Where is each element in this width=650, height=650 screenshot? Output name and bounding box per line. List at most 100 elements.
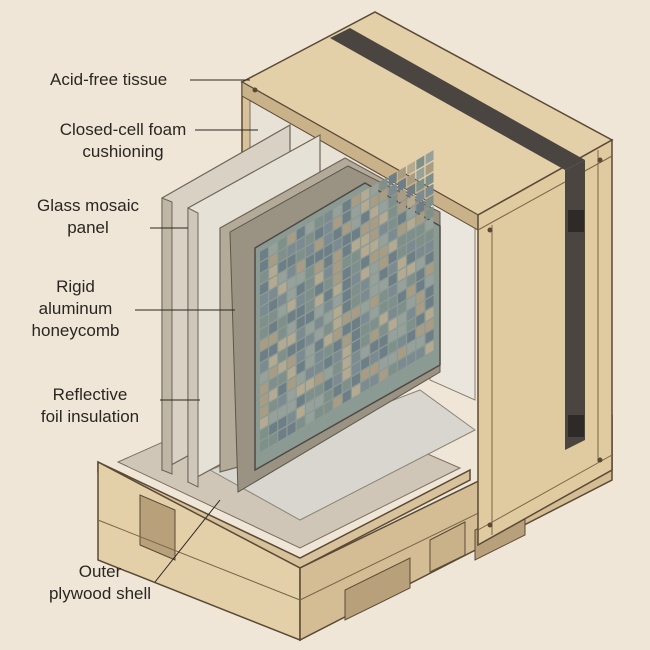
mosaic-tile [315, 282, 324, 297]
mosaic-tile [416, 177, 425, 193]
mosaic-tile [416, 233, 425, 249]
mosaic-tile [379, 277, 388, 293]
mosaic-tile [425, 228, 434, 243]
mosaic-tile [342, 321, 351, 337]
mosaic-tile [416, 256, 425, 271]
mosaic-tile [388, 261, 397, 276]
mosaic-tile [306, 298, 314, 314]
mosaic-tile [333, 394, 342, 409]
mosaic-tile [388, 205, 397, 220]
label-shell-line2: plywood shell [48, 584, 152, 603]
mosaic-tile [379, 221, 388, 237]
label-foam-line1: Closed-cell foam [59, 120, 187, 139]
mosaic-tile [324, 388, 333, 404]
mosaic-tile [370, 249, 379, 265]
mosaic-tile [306, 399, 314, 414]
mosaic-tile [388, 227, 397, 243]
mosaic-tile [342, 389, 351, 404]
mosaic-tile [407, 340, 416, 355]
mosaic-tile [370, 238, 379, 253]
mosaic-tile [278, 359, 287, 375]
mosaic-tile [361, 344, 370, 360]
mosaic-tile [269, 342, 278, 358]
mosaic-tile [398, 211, 406, 226]
label-glass-mosaic: Glass mosaic panel [28, 195, 148, 239]
mosaic-tile [416, 323, 425, 338]
mosaic-tile [361, 255, 370, 270]
label-foil: Reflective foil insulation [20, 384, 160, 428]
mosaic-tile [260, 392, 268, 408]
mosaic-tile [296, 236, 305, 252]
mosaic-tile [296, 382, 305, 397]
mosaic-tile [370, 305, 379, 321]
mosaic-tile [388, 182, 397, 198]
mosaic-tile [352, 215, 360, 231]
mosaic-tile [287, 275, 296, 291]
mosaic-tile [287, 376, 296, 392]
mosaic-tile [333, 271, 342, 286]
mosaic-tile [269, 353, 278, 369]
mosaic-tile [388, 339, 397, 355]
mosaic-tile [416, 155, 425, 170]
mosaic-tile [324, 366, 333, 381]
mosaic-tile [370, 372, 379, 388]
mosaic-tile [333, 360, 342, 376]
mosaic-tile [416, 334, 425, 350]
mosaic-tile [315, 248, 324, 263]
mosaic-tile [379, 255, 388, 270]
mosaic-tile [425, 217, 434, 232]
mosaic-tile [333, 204, 342, 219]
mosaic-tile [342, 221, 351, 236]
mosaic-tile [352, 372, 360, 387]
mosaic-tile [425, 306, 434, 322]
mosaic-tile [260, 437, 268, 453]
mosaic-tile [398, 222, 406, 237]
mosaic-tile [342, 265, 351, 281]
mosaic-tile [407, 295, 416, 310]
mosaic-tile [315, 226, 324, 241]
mosaic-tile [352, 271, 360, 287]
mosaic-tile [278, 303, 287, 319]
panel-layers [161, 123, 441, 493]
mosaic-tile [278, 292, 287, 307]
mosaic-tile [324, 310, 333, 325]
mosaic-tile [398, 166, 406, 181]
mosaic-tile [361, 378, 370, 393]
mosaic-tile [324, 209, 333, 224]
mosaic-tile [296, 248, 305, 263]
mosaic-tile [370, 182, 379, 197]
mosaic-tile [324, 276, 333, 292]
mosaic-tile [296, 404, 305, 420]
mosaic-tile [333, 260, 342, 275]
mosaic-tile [361, 266, 370, 281]
mosaic-tile [379, 266, 388, 282]
mosaic-tile [407, 351, 416, 366]
mosaic-tile [260, 303, 268, 318]
mosaic-tile [269, 309, 278, 324]
label-honeycomb-line1: Rigid [56, 277, 95, 296]
mosaic-tile [324, 299, 333, 314]
mosaic-tile [352, 249, 360, 264]
mosaic-tile [315, 394, 324, 409]
mosaic-tile [333, 372, 342, 387]
mosaic-tile [269, 387, 278, 402]
mosaic-tile [278, 270, 287, 285]
mosaic-tile [315, 214, 324, 230]
mosaic-tile [370, 272, 379, 287]
mosaic-tile [398, 255, 406, 271]
mosaic-tile [324, 254, 333, 269]
label-glass-line2: panel [67, 218, 109, 237]
mosaic-tile [324, 265, 333, 280]
mosaic-tile [388, 216, 397, 231]
mosaic-tile [260, 325, 268, 341]
mosaic-tile [416, 312, 425, 327]
mosaic-tile [416, 245, 425, 260]
mosaic-tile [333, 316, 342, 331]
mosaic-tile [296, 371, 305, 386]
mosaic-tile [296, 326, 305, 341]
mosaic-tile [296, 348, 305, 364]
mosaic-tile [260, 314, 268, 329]
label-foil-line2: foil insulation [40, 407, 140, 426]
mosaic-tile [296, 225, 305, 241]
